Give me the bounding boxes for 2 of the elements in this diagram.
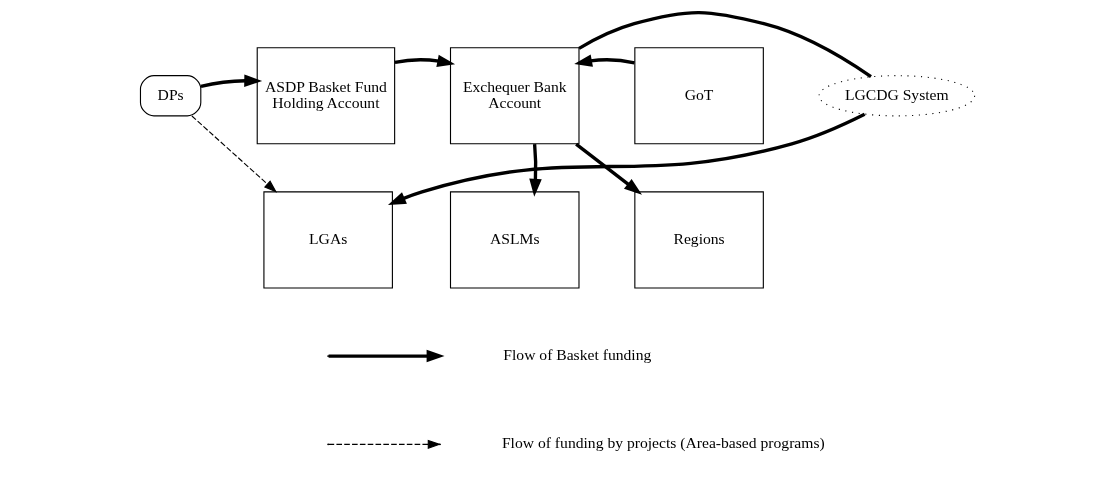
legend-label: Flow of Basket funding xyxy=(502,346,651,364)
legend-label: Flow of funding by projects (Area-based programs) xyxy=(501,434,825,452)
